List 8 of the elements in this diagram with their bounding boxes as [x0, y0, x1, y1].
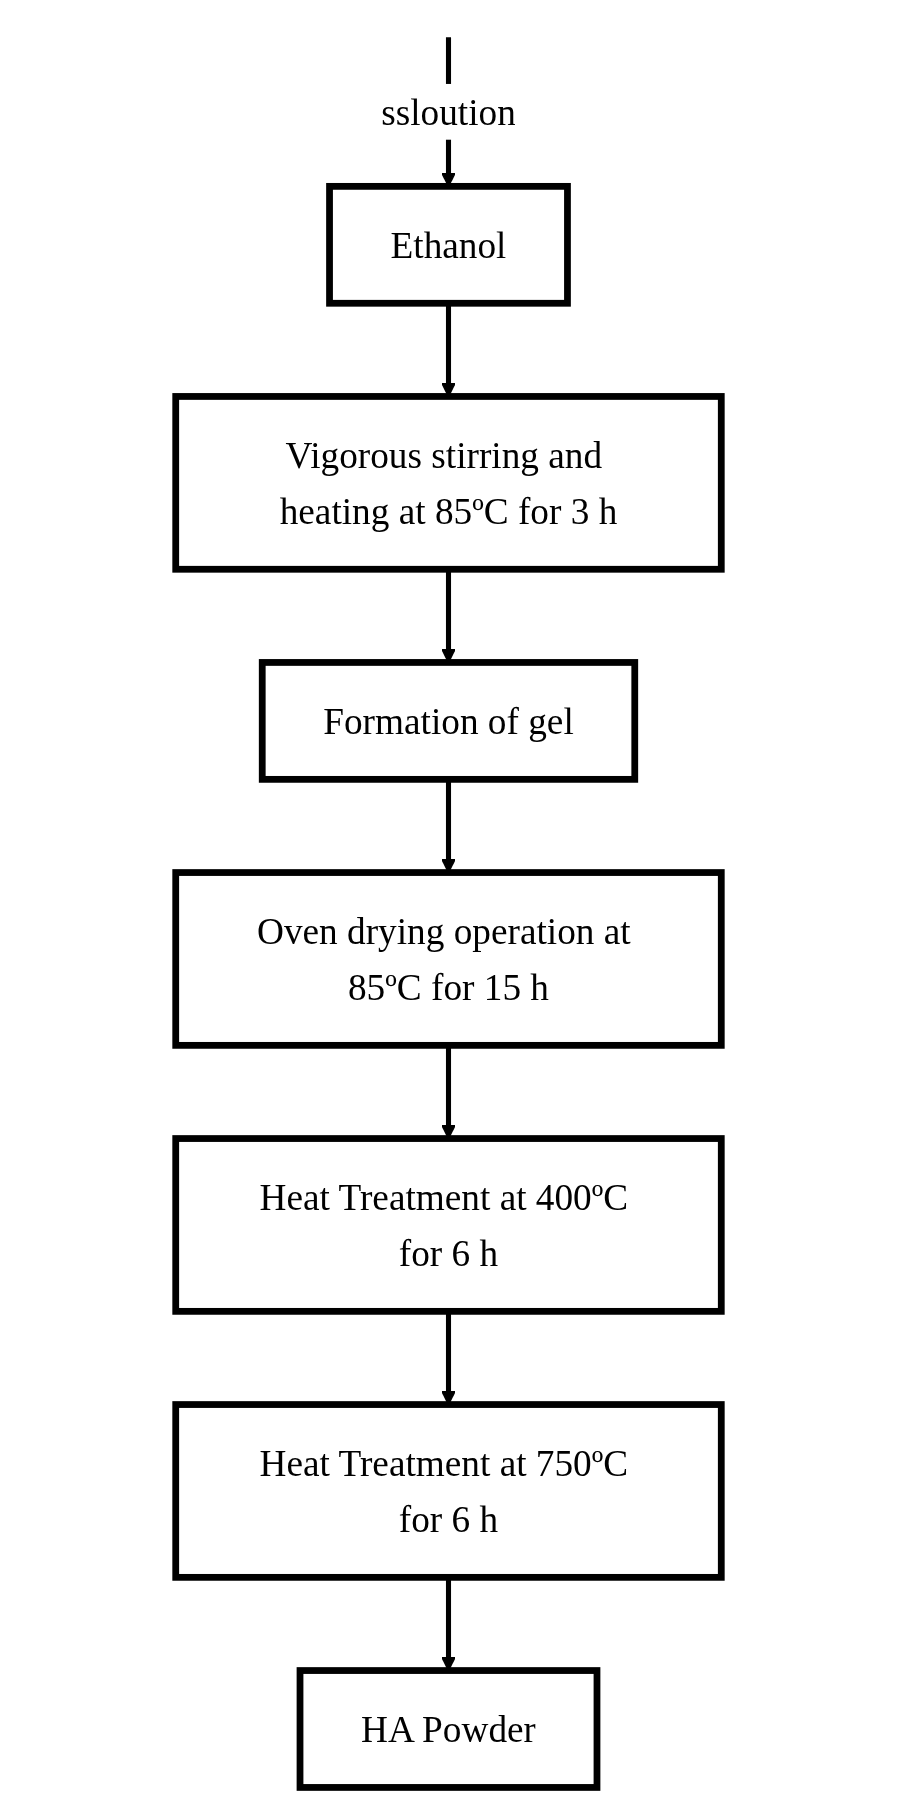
node-box: HA Powder [296, 1667, 601, 1791]
edge-label: ssloution [381, 90, 516, 133]
node-box: Oven drying operation at 85ºC for 15 h [172, 869, 725, 1049]
node-box: Heat Treatment at 750ºC for 6 h [172, 1401, 725, 1581]
node-box: Heat Treatment at 400ºC for 6 h [172, 1135, 725, 1315]
node-box: Vigorous stirring and heating at 85ºC for 3 h [172, 393, 725, 573]
node-box: Formation of gel [258, 659, 639, 783]
node-box: Ethanol [326, 183, 571, 307]
